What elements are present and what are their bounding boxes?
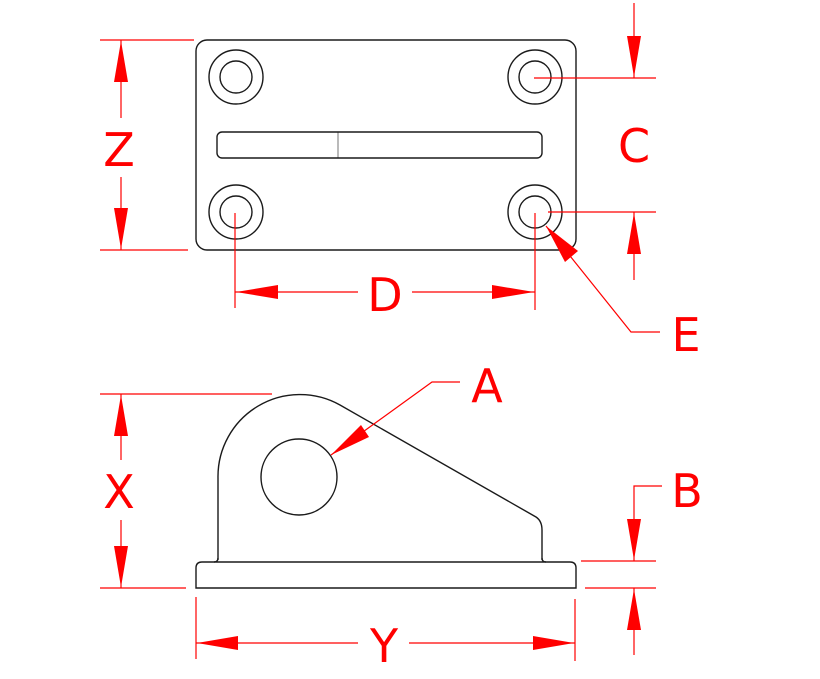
- base-plate-outline: [195, 39, 577, 251]
- arrow-right-icon: [492, 285, 534, 299]
- dimension-x: X: [100, 393, 272, 589]
- lug-hole: [260, 438, 338, 516]
- arrow-left-icon: [197, 636, 238, 650]
- arrow-down-icon: [114, 546, 128, 587]
- arrow-leader-icon: [546, 226, 578, 262]
- arrow-up-icon: [114, 41, 128, 82]
- arrow-down-icon: [114, 208, 128, 249]
- dimension-c: C: [534, 3, 656, 280]
- top-view: [195, 39, 577, 251]
- label-z: Z: [103, 123, 135, 177]
- arrow-down-icon: [627, 519, 641, 560]
- side-view: [195, 393, 577, 589]
- arrow-down-icon: [627, 36, 641, 77]
- dimension-d: D: [234, 213, 536, 322]
- hole-bottom-left: [208, 184, 264, 240]
- hole-top-left: [208, 49, 264, 105]
- arrow-up-icon: [627, 213, 641, 254]
- dimension-z: Z: [100, 39, 194, 251]
- base-plate-side: [195, 561, 577, 589]
- label-x: X: [103, 465, 135, 519]
- leader-a: A: [330, 359, 503, 456]
- hole-top-right: [507, 49, 563, 105]
- label-e: E: [671, 308, 700, 362]
- arrow-left-icon: [236, 285, 278, 299]
- label-d: D: [367, 268, 402, 322]
- lug-body-outline: [217, 393, 543, 560]
- dimension-y: Y: [195, 597, 576, 673]
- arrow-right-icon: [533, 636, 574, 650]
- label-b: B: [671, 464, 703, 518]
- center-slot: [216, 131, 543, 159]
- dimension-b: B: [581, 464, 703, 655]
- label-a: A: [471, 359, 503, 413]
- arrow-leader-icon: [331, 425, 369, 455]
- leader-e: E: [545, 225, 701, 362]
- label-y: Y: [369, 619, 399, 673]
- label-c: C: [618, 119, 650, 173]
- arrow-up-icon: [627, 589, 641, 630]
- arrow-up-icon: [114, 395, 128, 436]
